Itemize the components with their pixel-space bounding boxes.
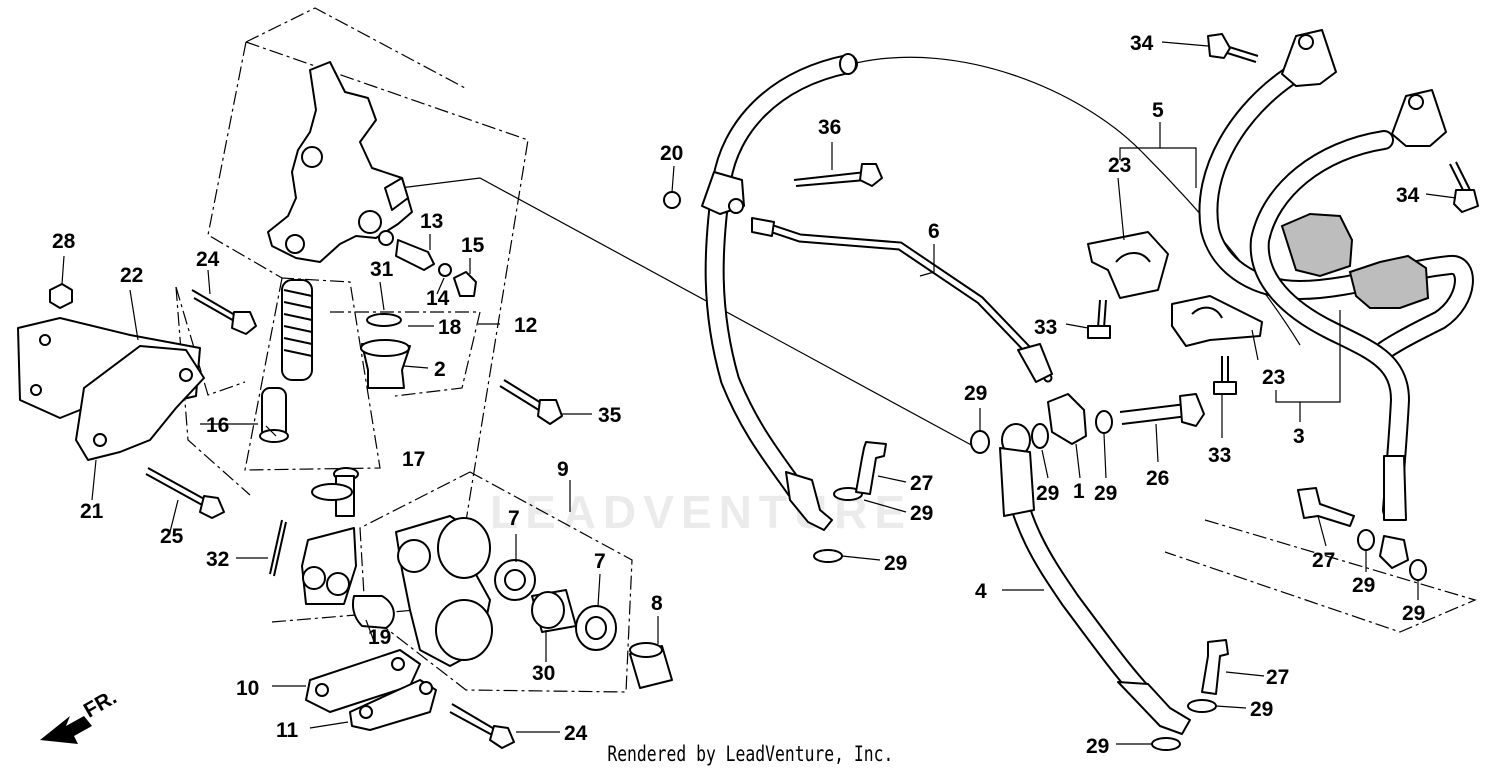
callout-3: 3 xyxy=(1293,425,1305,448)
boot xyxy=(360,339,411,389)
callout-29e: 29 xyxy=(884,552,907,575)
callout-21: 21 xyxy=(80,500,104,523)
mounting-bracket xyxy=(17,317,205,461)
callout-29a: 29 xyxy=(964,382,987,405)
banjo-bolt-27b xyxy=(1297,487,1355,527)
callout-29g: 29 xyxy=(1402,602,1425,625)
callout-7a: 7 xyxy=(508,507,520,530)
callout-11: 11 xyxy=(276,719,299,742)
piston-spring xyxy=(259,279,313,443)
bolt-36 xyxy=(793,163,883,187)
bolt-35 xyxy=(499,379,563,425)
callout-24a: 24 xyxy=(196,248,220,271)
footer-credit: Rendered by LeadVenture, Inc. xyxy=(0,742,1500,766)
union-fitting xyxy=(1047,393,1087,445)
callout-23a: 23 xyxy=(1108,154,1131,177)
callout-29h: 29 xyxy=(1250,698,1273,721)
callout-32: 32 xyxy=(206,548,229,571)
bolt-34b xyxy=(1449,161,1479,213)
callout-6: 6 xyxy=(928,220,940,243)
bolt-34a xyxy=(1207,33,1259,63)
bearing-7b xyxy=(575,605,617,651)
brake-pipe xyxy=(751,217,1053,383)
callout-14: 14 xyxy=(426,287,450,310)
callout-labels: 1 2 3 4 5 6 7 7 8 9 10 11 12 13 14 15 16… xyxy=(52,32,1425,758)
callout-29f: 29 xyxy=(1352,574,1375,597)
brake-hose-assembly-3 xyxy=(1198,29,1474,569)
callout-22: 22 xyxy=(120,264,143,287)
hose-clamp-a xyxy=(1087,231,1169,299)
footer-text: Rendered by LeadVenture, Inc. xyxy=(607,742,893,766)
direction-label: FR. xyxy=(80,686,121,723)
callout-20: 20 xyxy=(660,142,683,165)
callout-9: 9 xyxy=(557,458,569,481)
callout-17: 17 xyxy=(402,448,425,471)
callout-29c: 29 xyxy=(1094,482,1117,505)
hose-clamp-b xyxy=(1171,295,1263,347)
callout-31: 31 xyxy=(370,258,394,281)
sealing-washers xyxy=(663,191,1427,751)
callout-2: 2 xyxy=(434,358,446,381)
callout-25: 25 xyxy=(160,525,184,548)
callout-5: 5 xyxy=(1152,99,1164,122)
callout-34a: 34 xyxy=(1130,32,1154,55)
callout-33b: 33 xyxy=(1208,444,1231,467)
hose-grommets xyxy=(1280,212,1430,309)
reservoir-fitting xyxy=(366,230,477,327)
banjo-bolt-26 xyxy=(1119,393,1205,427)
callout-23b: 23 xyxy=(1262,366,1285,389)
callout-26: 26 xyxy=(1146,467,1169,490)
bolt-25 xyxy=(145,467,225,519)
collar xyxy=(629,642,673,689)
brake-hose-left xyxy=(701,53,858,531)
callout-27a: 27 xyxy=(910,472,933,495)
banjo-bolt-27c xyxy=(1201,639,1229,695)
nut xyxy=(49,283,73,309)
callout-29i: 29 xyxy=(1086,735,1109,758)
brake-hose-4 xyxy=(999,423,1191,735)
joint-pin xyxy=(352,595,395,629)
callout-19: 19 xyxy=(368,626,391,649)
callout-4: 4 xyxy=(975,580,987,603)
callout-27c: 27 xyxy=(1266,666,1289,689)
callout-1: 1 xyxy=(1073,480,1085,503)
callout-29b: 29 xyxy=(1036,482,1059,505)
callout-35: 35 xyxy=(598,404,622,427)
front-direction-arrow: FR. xyxy=(40,686,121,744)
callout-18: 18 xyxy=(438,316,462,339)
callout-16: 16 xyxy=(206,414,229,437)
bolt-24-top xyxy=(191,289,257,335)
callout-8: 8 xyxy=(651,592,663,615)
callout-13: 13 xyxy=(420,210,443,233)
pivot-housing xyxy=(395,515,493,667)
callout-33a: 33 xyxy=(1034,316,1057,339)
callout-7b: 7 xyxy=(594,550,606,573)
callout-36: 36 xyxy=(818,116,841,139)
link-plates xyxy=(305,649,437,731)
cotter-pin xyxy=(269,519,287,577)
banjo-bolt-27a xyxy=(855,441,887,495)
callout-34b: 34 xyxy=(1396,184,1420,207)
bearing-7a xyxy=(494,559,536,601)
needle-bearing xyxy=(531,589,577,633)
bolt-24-bottom xyxy=(449,703,515,749)
callout-24b: 24 xyxy=(564,722,588,745)
callout-28: 28 xyxy=(52,230,76,253)
push-rod xyxy=(301,467,359,605)
bolt-33a xyxy=(1087,299,1111,339)
callout-30: 30 xyxy=(532,662,555,685)
callout-29d: 29 xyxy=(910,502,933,525)
callout-15: 15 xyxy=(461,234,485,257)
callout-12: 12 xyxy=(514,314,537,337)
callout-10: 10 xyxy=(236,677,259,700)
bolt-33b xyxy=(1213,356,1237,395)
callout-27b: 27 xyxy=(1312,549,1335,572)
master-cylinder-body xyxy=(267,61,413,263)
